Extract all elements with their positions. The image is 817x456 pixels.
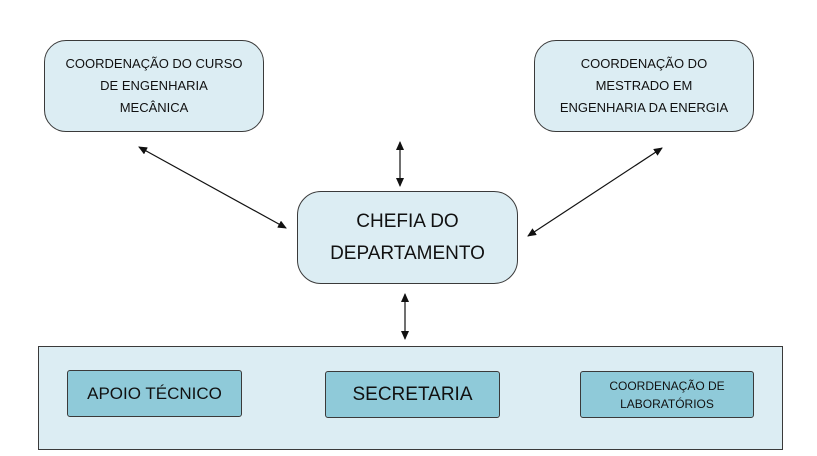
node-label-line: COORDENAÇÃO DE (609, 378, 725, 393)
node-label-line: MESTRADO EM (595, 78, 693, 93)
node-label-line: SECRETARIA (352, 383, 473, 405)
node-label-line: APOIO TÉCNICO (87, 383, 222, 403)
node-label-line: LABORATÓRIOS (620, 396, 714, 411)
node-label-line: COORDENAÇÃO DO CURSO (65, 56, 243, 71)
node-secretaria: SECRETARIA (325, 371, 500, 418)
node-chefia-departamento: CHEFIA DO DEPARTAMENTO (297, 191, 518, 284)
node-label-line: DE ENGENHARIA (100, 78, 208, 93)
node-coordenacao-laboratorios: COORDENAÇÃO DE LABORATÓRIOS (580, 371, 754, 418)
node-label-line: MECÂNICA (119, 100, 189, 115)
node-label-line: CHEFIA DO (356, 210, 459, 232)
node-label-line: COORDENAÇÃO DO (580, 56, 708, 71)
arrow-chefia-coordenacao-mestrado (527, 147, 663, 237)
node-coordenacao-curso: COORDENAÇÃO DO CURSO DE ENGENHARIA MECÂN… (44, 40, 264, 132)
node-coordenacao-mestrado: COORDENAÇÃO DO MESTRADO EM ENGENHARIA DA… (534, 40, 754, 132)
node-label-line: DEPARTAMENTO (330, 242, 485, 264)
node-apoio-tecnico: APOIO TÉCNICO (67, 370, 242, 417)
node-label-line: ENGENHARIA DA ENERGIA (559, 100, 729, 115)
arrow-chefia-coordenacao-curso (138, 146, 287, 229)
